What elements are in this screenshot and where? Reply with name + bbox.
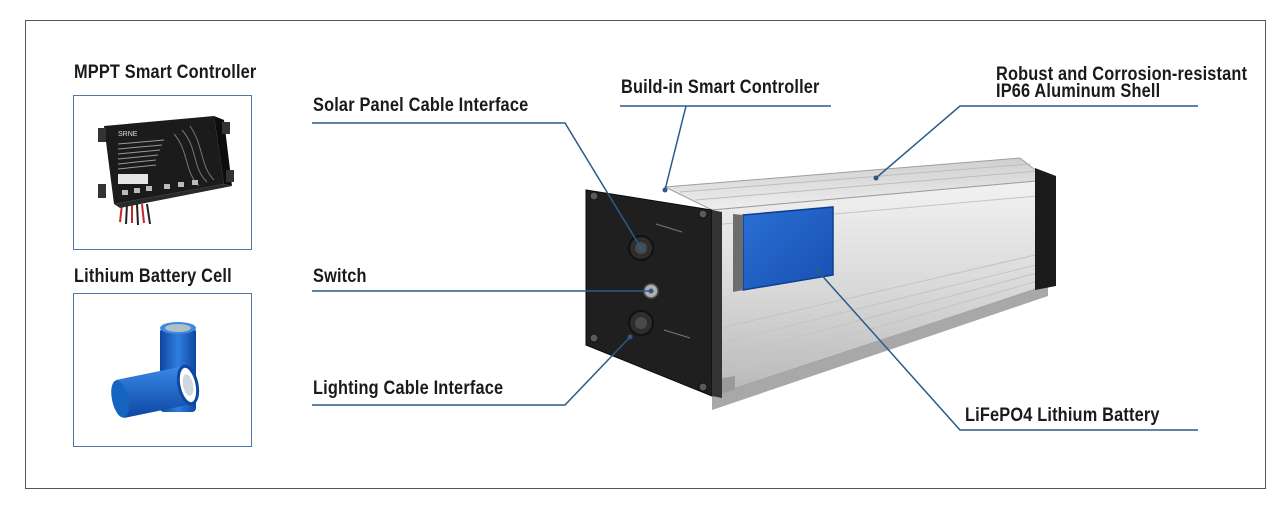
shell-side-face	[711, 179, 1049, 397]
shell-bottom-rail	[712, 285, 1048, 410]
leader-lines	[312, 105, 1198, 431]
diagram-frame	[25, 20, 1266, 489]
controller-logo: SRNE	[118, 131, 138, 138]
lithium-cell-image	[111, 322, 200, 418]
controller-image-box: SRNE	[73, 95, 252, 250]
battery-leader	[816, 269, 1198, 431]
switch-label: Switch	[313, 266, 367, 287]
battery-image-box	[73, 293, 252, 447]
lifepo4-battery-pack	[742, 206, 834, 291]
controller-panel-title: MPPT Smart Controller	[74, 62, 257, 83]
shell-label: Robust and Corrosion-resistant IP66 Alum…	[996, 64, 1248, 102]
lighting-cable-label: Lighting Cable Interface	[313, 378, 504, 399]
solar-panel-leader	[312, 122, 642, 249]
smart-controller-label: Build-in Smart Controller	[621, 77, 820, 98]
solar-panel-cable-label: Solar Panel Cable Interface	[313, 95, 529, 116]
lifepo4-battery-label: LiFePO4 Lithium Battery	[965, 405, 1160, 426]
shell-label-line1: Robust and Corrosion-resistant	[996, 64, 1248, 85]
right-end-cap	[1035, 168, 1056, 290]
lighting-cable-gland	[628, 310, 654, 336]
shell-leader	[875, 105, 1198, 179]
battery-panel-title: Lithium Battery Cell	[74, 266, 232, 287]
mppt-controller-image: SRNE	[98, 116, 234, 226]
lighting-leader	[312, 336, 631, 406]
shell-label-line2: IP66 Aluminum Shell	[996, 81, 1161, 102]
controller-leader	[664, 105, 687, 191]
